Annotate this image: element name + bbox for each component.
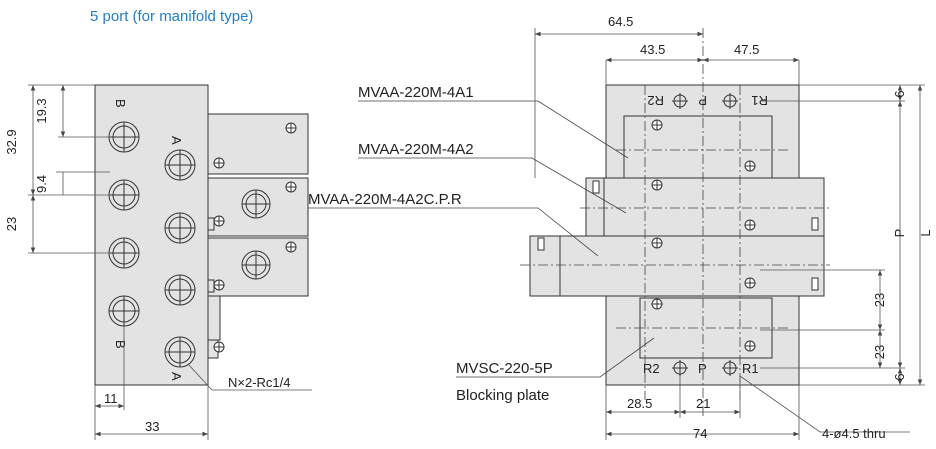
callout-a1: MVAA-220M-4A1 <box>358 84 474 101</box>
right-dimension-lines <box>534 28 925 440</box>
valve-a2c <box>529 235 825 297</box>
port-label-b-bottom: B <box>113 340 128 349</box>
dim-23-lower: 23 <box>872 345 887 359</box>
port-label-b-top: B <box>113 99 128 108</box>
dim-23-upper: 23 <box>872 293 887 307</box>
callout-a2: MVAA-220M-4A2 <box>358 141 474 158</box>
callout-thru: 4-ø4.5 thru <box>822 426 886 441</box>
dim-33: 33 <box>145 419 159 434</box>
callout-a2c: MVAA-220M-4A2C.P.R <box>308 191 462 208</box>
left-ports <box>108 121 271 368</box>
port-label-a-top: A <box>169 136 184 145</box>
bottom-port-r1: R1 <box>742 361 759 376</box>
drawing-title: 5 port (for manifold type) <box>90 8 254 25</box>
dim-6-top: 6 <box>892 90 907 97</box>
top-port-symbols <box>672 93 738 376</box>
bottom-port-r2: R2 <box>643 361 660 376</box>
dim-9-4: 9.4 <box>34 175 49 193</box>
port-label-a-bottom: A <box>169 372 184 381</box>
left-dimension-lines <box>28 84 312 440</box>
dim-6-bottom: 6 <box>892 373 907 380</box>
dim-47-5: 47.5 <box>734 42 759 57</box>
dim-19-3: 19.3 <box>34 98 49 123</box>
top-port-r1: R1 <box>751 93 768 108</box>
dim-28-5: 28.5 <box>627 396 652 411</box>
dim-43-5: 43.5 <box>640 42 665 57</box>
dim-p: P <box>892 229 907 238</box>
dim-21: 21 <box>696 396 710 411</box>
top-port-r2: R2 <box>647 93 664 108</box>
callout-leaders <box>308 100 655 378</box>
callout-port-thread: N×2-Rc1/4 <box>228 375 291 390</box>
screw-marks-left <box>213 122 297 353</box>
dim-11: 11 <box>104 391 118 406</box>
bottom-port-p: P <box>698 361 707 376</box>
dim-l: L <box>918 229 933 236</box>
dim-74: 74 <box>693 426 707 441</box>
callout-sc: MVSC-220-5P <box>456 360 553 377</box>
callout-blocking: Blocking plate <box>456 387 549 404</box>
valve-a2 <box>585 177 825 237</box>
dim-64-5: 64.5 <box>608 14 633 29</box>
top-port-p: P <box>698 93 707 108</box>
center-lines <box>520 28 830 418</box>
dim-32-9: 32.9 <box>4 129 19 154</box>
left-crosshairs <box>109 122 270 367</box>
right-view-details <box>537 119 819 352</box>
right-view <box>529 84 825 386</box>
dim-23-left: 23 <box>4 217 19 231</box>
